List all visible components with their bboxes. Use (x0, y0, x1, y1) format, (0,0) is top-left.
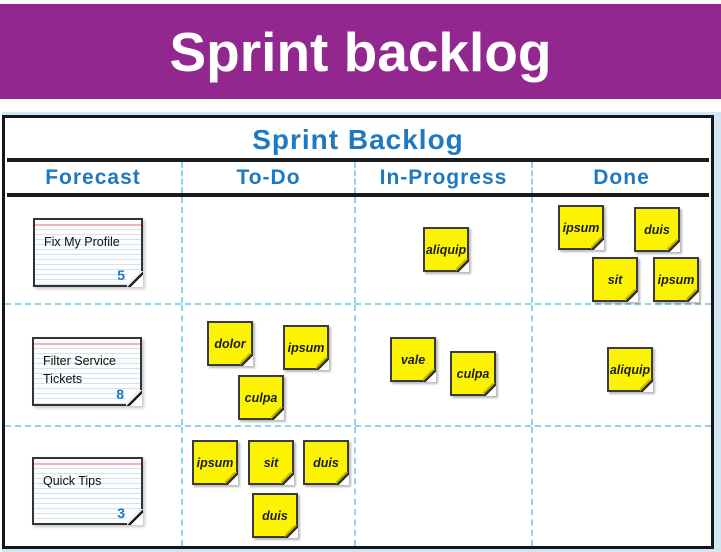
sticky-note-label: ipsum (657, 272, 695, 287)
board-row-2 (5, 305, 711, 427)
story-card-title: Quick Tips (43, 474, 102, 488)
column-header-done: Done (593, 165, 650, 189)
sticky-note-label: duis (644, 222, 670, 237)
slide-title-banner: Sprint backlog (0, 4, 721, 99)
column-header-forecast: Forecast (5, 162, 183, 193)
sticky-note-label: culpa (244, 390, 278, 405)
sticky-note: culpa (450, 351, 496, 396)
grid-cell (356, 305, 533, 425)
sticky-note-label: vale (400, 352, 426, 367)
grid-cell (183, 427, 356, 546)
sticky-note-label: ipsum (562, 220, 600, 235)
folded-corner-icon (285, 525, 298, 538)
story-card-title: Filter Service Tickets (43, 354, 116, 386)
folded-corner-icon (127, 509, 143, 525)
folded-corner-icon (271, 407, 284, 420)
story-card: Fix My Profile 5 (33, 218, 143, 287)
folded-corner-icon (456, 259, 469, 272)
grid-cell (5, 197, 183, 303)
sticky-note: aliquip (423, 227, 469, 272)
grid-cell (183, 305, 356, 425)
folded-corner-icon (423, 369, 436, 382)
board-row-1 (5, 197, 711, 305)
folded-corner-icon (667, 239, 680, 252)
folded-corner-icon (336, 472, 349, 485)
sticky-note-label: sit (607, 272, 623, 287)
sticky-note: ipsum (192, 440, 238, 485)
sticky-note-label: ipsum (287, 340, 325, 355)
folded-corner-icon (640, 379, 653, 392)
sticky-note: dolor (207, 321, 253, 366)
folded-corner-icon (126, 390, 142, 406)
folded-corner-icon (225, 472, 238, 485)
folded-corner-icon (686, 289, 699, 302)
sticky-note-label: aliquip (425, 242, 467, 257)
folded-corner-icon (127, 271, 143, 287)
sticky-note: sit (248, 440, 294, 485)
sticky-note: duis (252, 493, 298, 538)
sticky-note-label: sit (263, 455, 279, 470)
sticky-note: ipsum (558, 205, 604, 250)
folded-corner-icon (281, 472, 294, 485)
grid-cell (5, 305, 183, 425)
story-points-badge: 3 (117, 505, 125, 521)
board-divider-headers (7, 193, 709, 197)
sticky-note: sit (592, 257, 638, 302)
board-row-3 (5, 427, 711, 546)
story-card: Quick Tips 3 (32, 457, 143, 525)
sticky-note: ipsum (653, 257, 699, 302)
board-grid (5, 197, 711, 546)
sticky-note: aliquip (607, 347, 653, 392)
column-header-in-progress: In-Progress (356, 162, 533, 193)
sticky-note: duis (634, 207, 680, 252)
board-divider-top (7, 158, 709, 162)
sticky-note-label: duis (313, 455, 339, 470)
sticky-note-label: duis (262, 508, 288, 523)
sticky-note: vale (390, 337, 436, 382)
folded-corner-icon (483, 383, 496, 396)
sticky-note-label: dolor (214, 336, 246, 351)
sticky-note-label: ipsum (196, 455, 234, 470)
folded-corner-icon (591, 237, 604, 250)
sticky-note-label: aliquip (609, 362, 651, 377)
grid-cell (5, 427, 183, 546)
sticky-note: duis (303, 440, 349, 485)
folded-corner-icon (625, 289, 638, 302)
story-card-title: Fix My Profile (44, 235, 120, 249)
story-points-badge: 8 (116, 386, 124, 402)
folded-corner-icon (240, 353, 253, 366)
grid-cell (356, 197, 533, 303)
board-title: Sprint Backlog (252, 124, 464, 155)
sticky-note: culpa (238, 375, 284, 420)
slide-title: Sprint backlog (169, 20, 552, 83)
folded-corner-icon (316, 357, 329, 370)
sticky-note: ipsum (283, 325, 329, 370)
grid-cell (183, 197, 356, 303)
column-header-to-do: To-Do (183, 162, 356, 193)
story-points-badge: 5 (117, 267, 125, 283)
sticky-note-label: culpa (456, 366, 490, 381)
grid-cell (356, 427, 533, 546)
